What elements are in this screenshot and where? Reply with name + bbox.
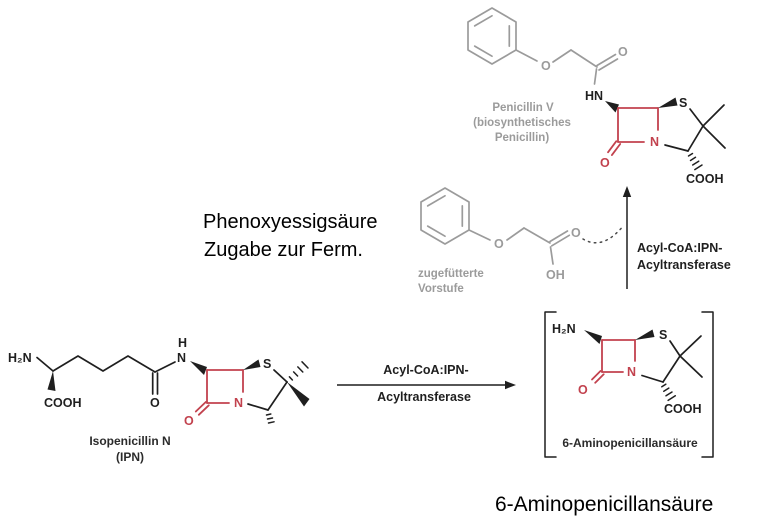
ipn-name-line2: (IPN) [116, 450, 144, 464]
vertical-reaction-arrow: Acyl-CoA:IPN- Acyltransferase [622, 186, 731, 289]
carbonyl-oxygen-label-penv: O [618, 45, 628, 59]
ether-oxygen-label: O [541, 59, 551, 73]
ether-oxygen-label-precursor: O [494, 237, 504, 251]
amide-n-label-ipn: N [177, 351, 186, 365]
lactam-oxygen-label-apa: O [578, 383, 588, 397]
left-bracket [544, 311, 557, 458]
wedge-hn-penv [605, 101, 619, 113]
h2n-label-apa: H₂N [552, 322, 576, 336]
wedge-s-apa [635, 329, 655, 340]
dotted-transfer-curve [582, 224, 625, 244]
beta-lactam-apa: O N [578, 339, 636, 397]
lactam-nitrogen-label-apa: N [627, 365, 636, 379]
sulfur-label-penv: S [679, 96, 687, 110]
wedge-n-ipn [190, 361, 207, 375]
h2n-label-ipn: H₂N [8, 351, 32, 365]
penicillin-v-structure: O O HN O N S COOH [467, 7, 726, 186]
six-apa-name: 6-Aminopenicillansäure [562, 436, 698, 450]
lactam-nitrogen-label-ipn: N [234, 396, 243, 410]
carbonyl-oxygen-label-precursor: O [571, 226, 581, 240]
lactam-oxygen-label-penv: O [600, 156, 610, 170]
benzene-ring-precursor [420, 187, 470, 245]
horizontal-reaction-arrow: Acyl-CoA:IPN- Acyltransferase [337, 363, 516, 404]
amide-h-label-ipn: H [178, 336, 187, 350]
isopenicillin-n-structure: H₂N COOH O H N O N S [8, 336, 310, 464]
vertical-enzyme-line2: Acyltransferase [637, 258, 731, 272]
wedge-cooh-ipn [47, 371, 56, 391]
penicillin-v-name-line3: Penicillin) [495, 132, 549, 144]
annotation-phenoxy-line1: Phenoxyessigsäure [203, 211, 378, 233]
horizontal-enzyme-line2: Acyltransferase [377, 390, 471, 404]
beta-lactam-penv: O N [600, 107, 659, 170]
annotation-product-bottom: 6-Aminopenicillansäure [495, 493, 713, 516]
benzene-ring-penv [467, 7, 517, 65]
amide-hn-label-penv: HN [585, 89, 603, 103]
oh-label-precursor: OH [546, 268, 565, 282]
lactam-nitrogen-label-penv: N [650, 135, 659, 149]
beta-lactam-ipn: O N [184, 369, 244, 428]
wedge-s-penv [658, 97, 678, 108]
wedge-h2n-apa [584, 330, 602, 344]
cooh-label-ipn: COOH [44, 396, 82, 410]
sulfur-label-apa: S [659, 328, 667, 342]
penicillin-v-name-line2: (biosynthetisches [473, 117, 571, 129]
cooh-label-apa: COOH [664, 402, 702, 416]
horizontal-enzyme-line1: Acyl-CoA:IPN- [383, 363, 468, 377]
precursor-label-line2: Vorstufe [418, 283, 464, 295]
wedge-methyl-ipn [287, 382, 310, 407]
sulfur-label-ipn: S [263, 357, 271, 371]
vertical-enzyme-line1: Acyl-CoA:IPN- [637, 241, 722, 255]
precursor-structure: O O OH zugefütterte Vorstufe [418, 187, 581, 295]
annotation-phenoxy-line2: Zugabe zur Ferm. [204, 239, 363, 261]
amide-oxygen-label-ipn: O [150, 396, 160, 410]
wedge-s-ipn [243, 359, 261, 370]
six-apa-structure: H₂N O N S COOH 6-Aminopenicillansäure [544, 311, 714, 458]
ipn-name-line1: Isopenicillin N [89, 434, 170, 448]
penicillin-v-name-line1: Penicillin V [492, 102, 554, 114]
right-bracket [701, 311, 714, 458]
lactam-oxygen-label-ipn: O [184, 414, 194, 428]
precursor-label-line1: zugefütterte [418, 268, 484, 280]
cooh-label-penv: COOH [686, 172, 724, 186]
